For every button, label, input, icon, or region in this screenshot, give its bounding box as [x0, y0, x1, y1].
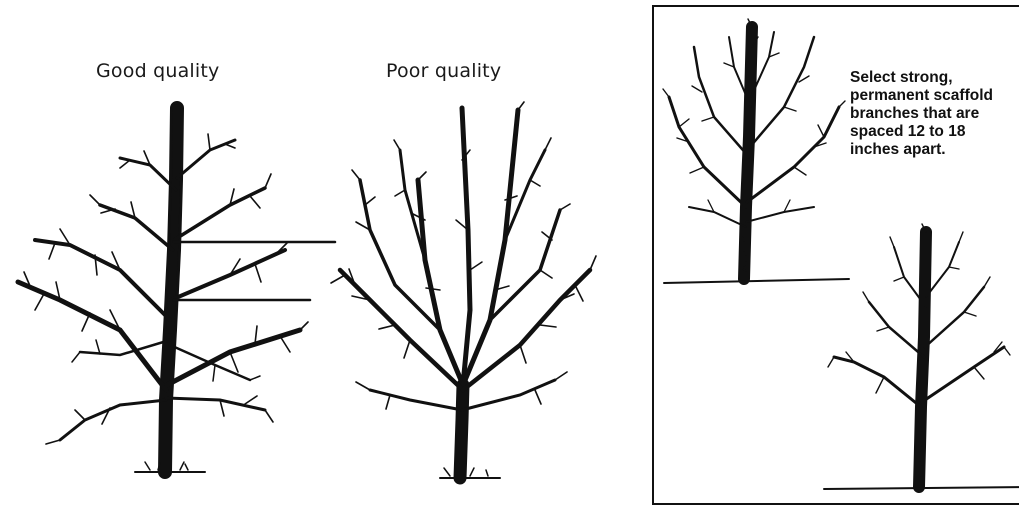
scaffold-tree-small-icon — [654, 7, 1019, 507]
scaffold-branch-panel: Select strong, permanent scaffold branch… — [652, 5, 1019, 505]
poor-quality-tree-icon — [0, 0, 640, 493]
tree-quality-comparison: Good quality Poor quality — [0, 0, 640, 493]
